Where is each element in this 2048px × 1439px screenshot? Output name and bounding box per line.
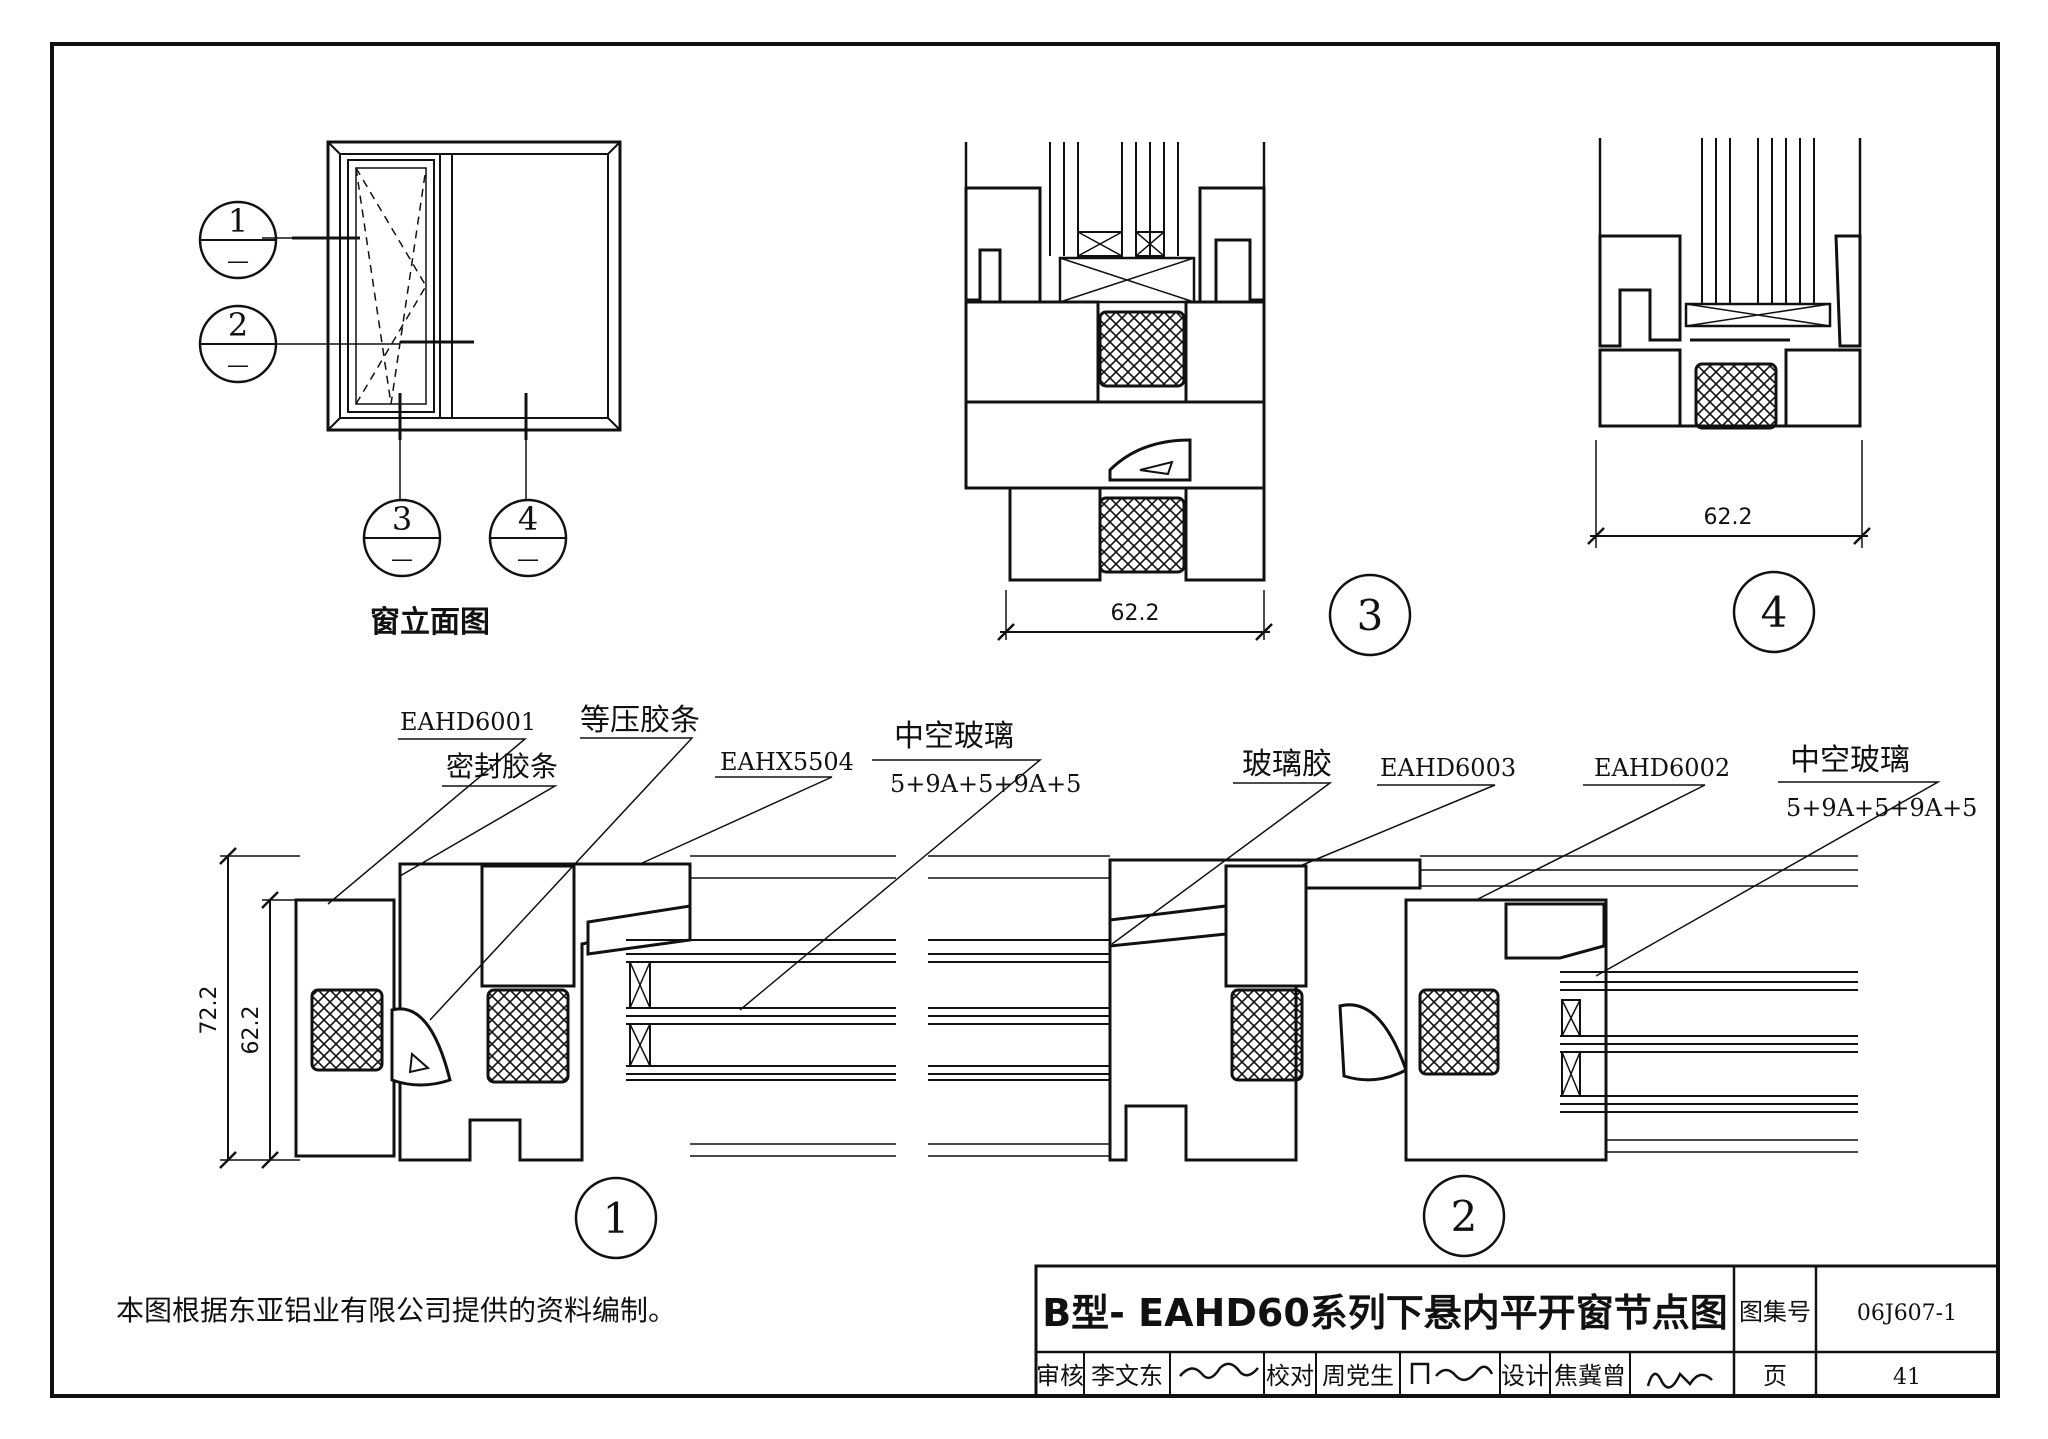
- elevation-title: 窗立面图: [370, 605, 490, 640]
- callout-4-sub: —: [517, 547, 539, 572]
- detail-2-glass: [1420, 855, 1858, 1153]
- detail-3-dimension: 62.2: [997, 590, 1273, 641]
- design-label: 设计: [1501, 1362, 1549, 1390]
- label-hollow-glass-1: 中空玻璃: [894, 719, 1014, 754]
- source-note: 本图根据东亚铝业有限公司提供的资料编制。: [116, 1294, 676, 1327]
- checker-signature: [1410, 1362, 1494, 1384]
- sheet-border: [50, 42, 2000, 1398]
- annotations: EAHD6001 等压胶条 密封胶条 EAHX5504 中空玻璃 5+9A+5+…: [400, 703, 1977, 822]
- atlas-number: 06J607-1: [1857, 1301, 1957, 1326]
- callout-1-number: 1: [228, 202, 248, 240]
- review-label: 审核: [1036, 1362, 1084, 1390]
- detail-1-glass: [626, 855, 1180, 1157]
- callout-4-number: 4: [518, 500, 538, 538]
- atlas-label: 图集号: [1739, 1298, 1811, 1326]
- detail-3-section: [964, 142, 1266, 582]
- callout-2-sub: —: [227, 353, 249, 378]
- label-glass-spec-2: 5+9A+5+9A+5: [1786, 794, 1977, 822]
- detail-4-dim-text: 62.2: [1704, 505, 1753, 530]
- label-seal-strip: 密封胶条: [446, 750, 558, 783]
- svg-text:3: 3: [1357, 591, 1384, 640]
- detail-1-section: [294, 855, 1180, 1162]
- label-eahd6003: EAHD6003: [1380, 754, 1516, 782]
- label-eahd6001: EAHD6001: [400, 708, 536, 736]
- check-label: 校对: [1266, 1362, 1314, 1390]
- drawing-title: B型- EAHD60系列下悬内平开窗节点图: [1042, 1291, 1728, 1335]
- label-eahd6002: EAHD6002: [1594, 754, 1730, 782]
- detail-1-dimensions: 72.2 62.2: [197, 847, 300, 1169]
- detail-4-glass: [1684, 138, 1832, 328]
- checker-name: 周党生: [1322, 1362, 1394, 1390]
- detail-2-section: [1108, 858, 1608, 1162]
- label-hollow-glass-2: 中空玻璃: [1790, 743, 1910, 778]
- callout-2-number: 2: [228, 306, 248, 344]
- label-pressure-strip: 等压胶条: [580, 703, 700, 738]
- designer-name: 焦冀曾: [1554, 1362, 1626, 1390]
- window-elevation: [262, 140, 622, 500]
- callout-1: 1 —: [198, 200, 278, 280]
- reviewer-name: 李文东: [1091, 1362, 1163, 1390]
- detail-3-dim-text: 62.2: [1111, 601, 1160, 626]
- detail-3-glass: [1049, 142, 1196, 304]
- detail-2-label: 2: [1422, 1174, 1506, 1258]
- callout-3-number: 3: [392, 500, 412, 538]
- page-label: 页: [1763, 1362, 1787, 1390]
- svg-text:2: 2: [1451, 1192, 1478, 1241]
- callout-4: 4 —: [488, 498, 568, 578]
- opening-indicator-lines: [355, 167, 427, 405]
- page-number: 41: [1893, 1365, 1921, 1390]
- detail-4-label: 4: [1732, 570, 1816, 654]
- svg-text:4: 4: [1761, 588, 1788, 637]
- svg-text:1: 1: [603, 1194, 630, 1243]
- callout-3-sub: —: [391, 547, 413, 572]
- leader-lines: [327, 737, 1941, 1021]
- label-eahx5504: EAHX5504: [720, 748, 854, 776]
- reviewer-signature: [1179, 1362, 1259, 1380]
- detail-1-label: 1: [574, 1176, 658, 1260]
- detail-1-dim-inner: 62.2: [239, 1006, 264, 1055]
- detail-4-section: [1598, 138, 1862, 430]
- detail-4-dimension: 62.2: [1587, 440, 1871, 548]
- callout-2: 2 —: [198, 304, 278, 384]
- title-block: B型- EAHD60系列下悬内平开窗节点图 图集号 06J607-1 审核 李文…: [1034, 1264, 2000, 1398]
- callout-3: 3 —: [362, 498, 442, 578]
- detail-1-dim-outer: 72.2: [197, 986, 222, 1035]
- designer-signature: [1646, 1371, 1713, 1389]
- detail-3-label: 3: [1328, 573, 1412, 657]
- label-glass-glue: 玻璃胶: [1242, 747, 1332, 782]
- label-glass-spec-1: 5+9A+5+9A+5: [890, 770, 1081, 798]
- callout-1-sub: —: [227, 249, 249, 274]
